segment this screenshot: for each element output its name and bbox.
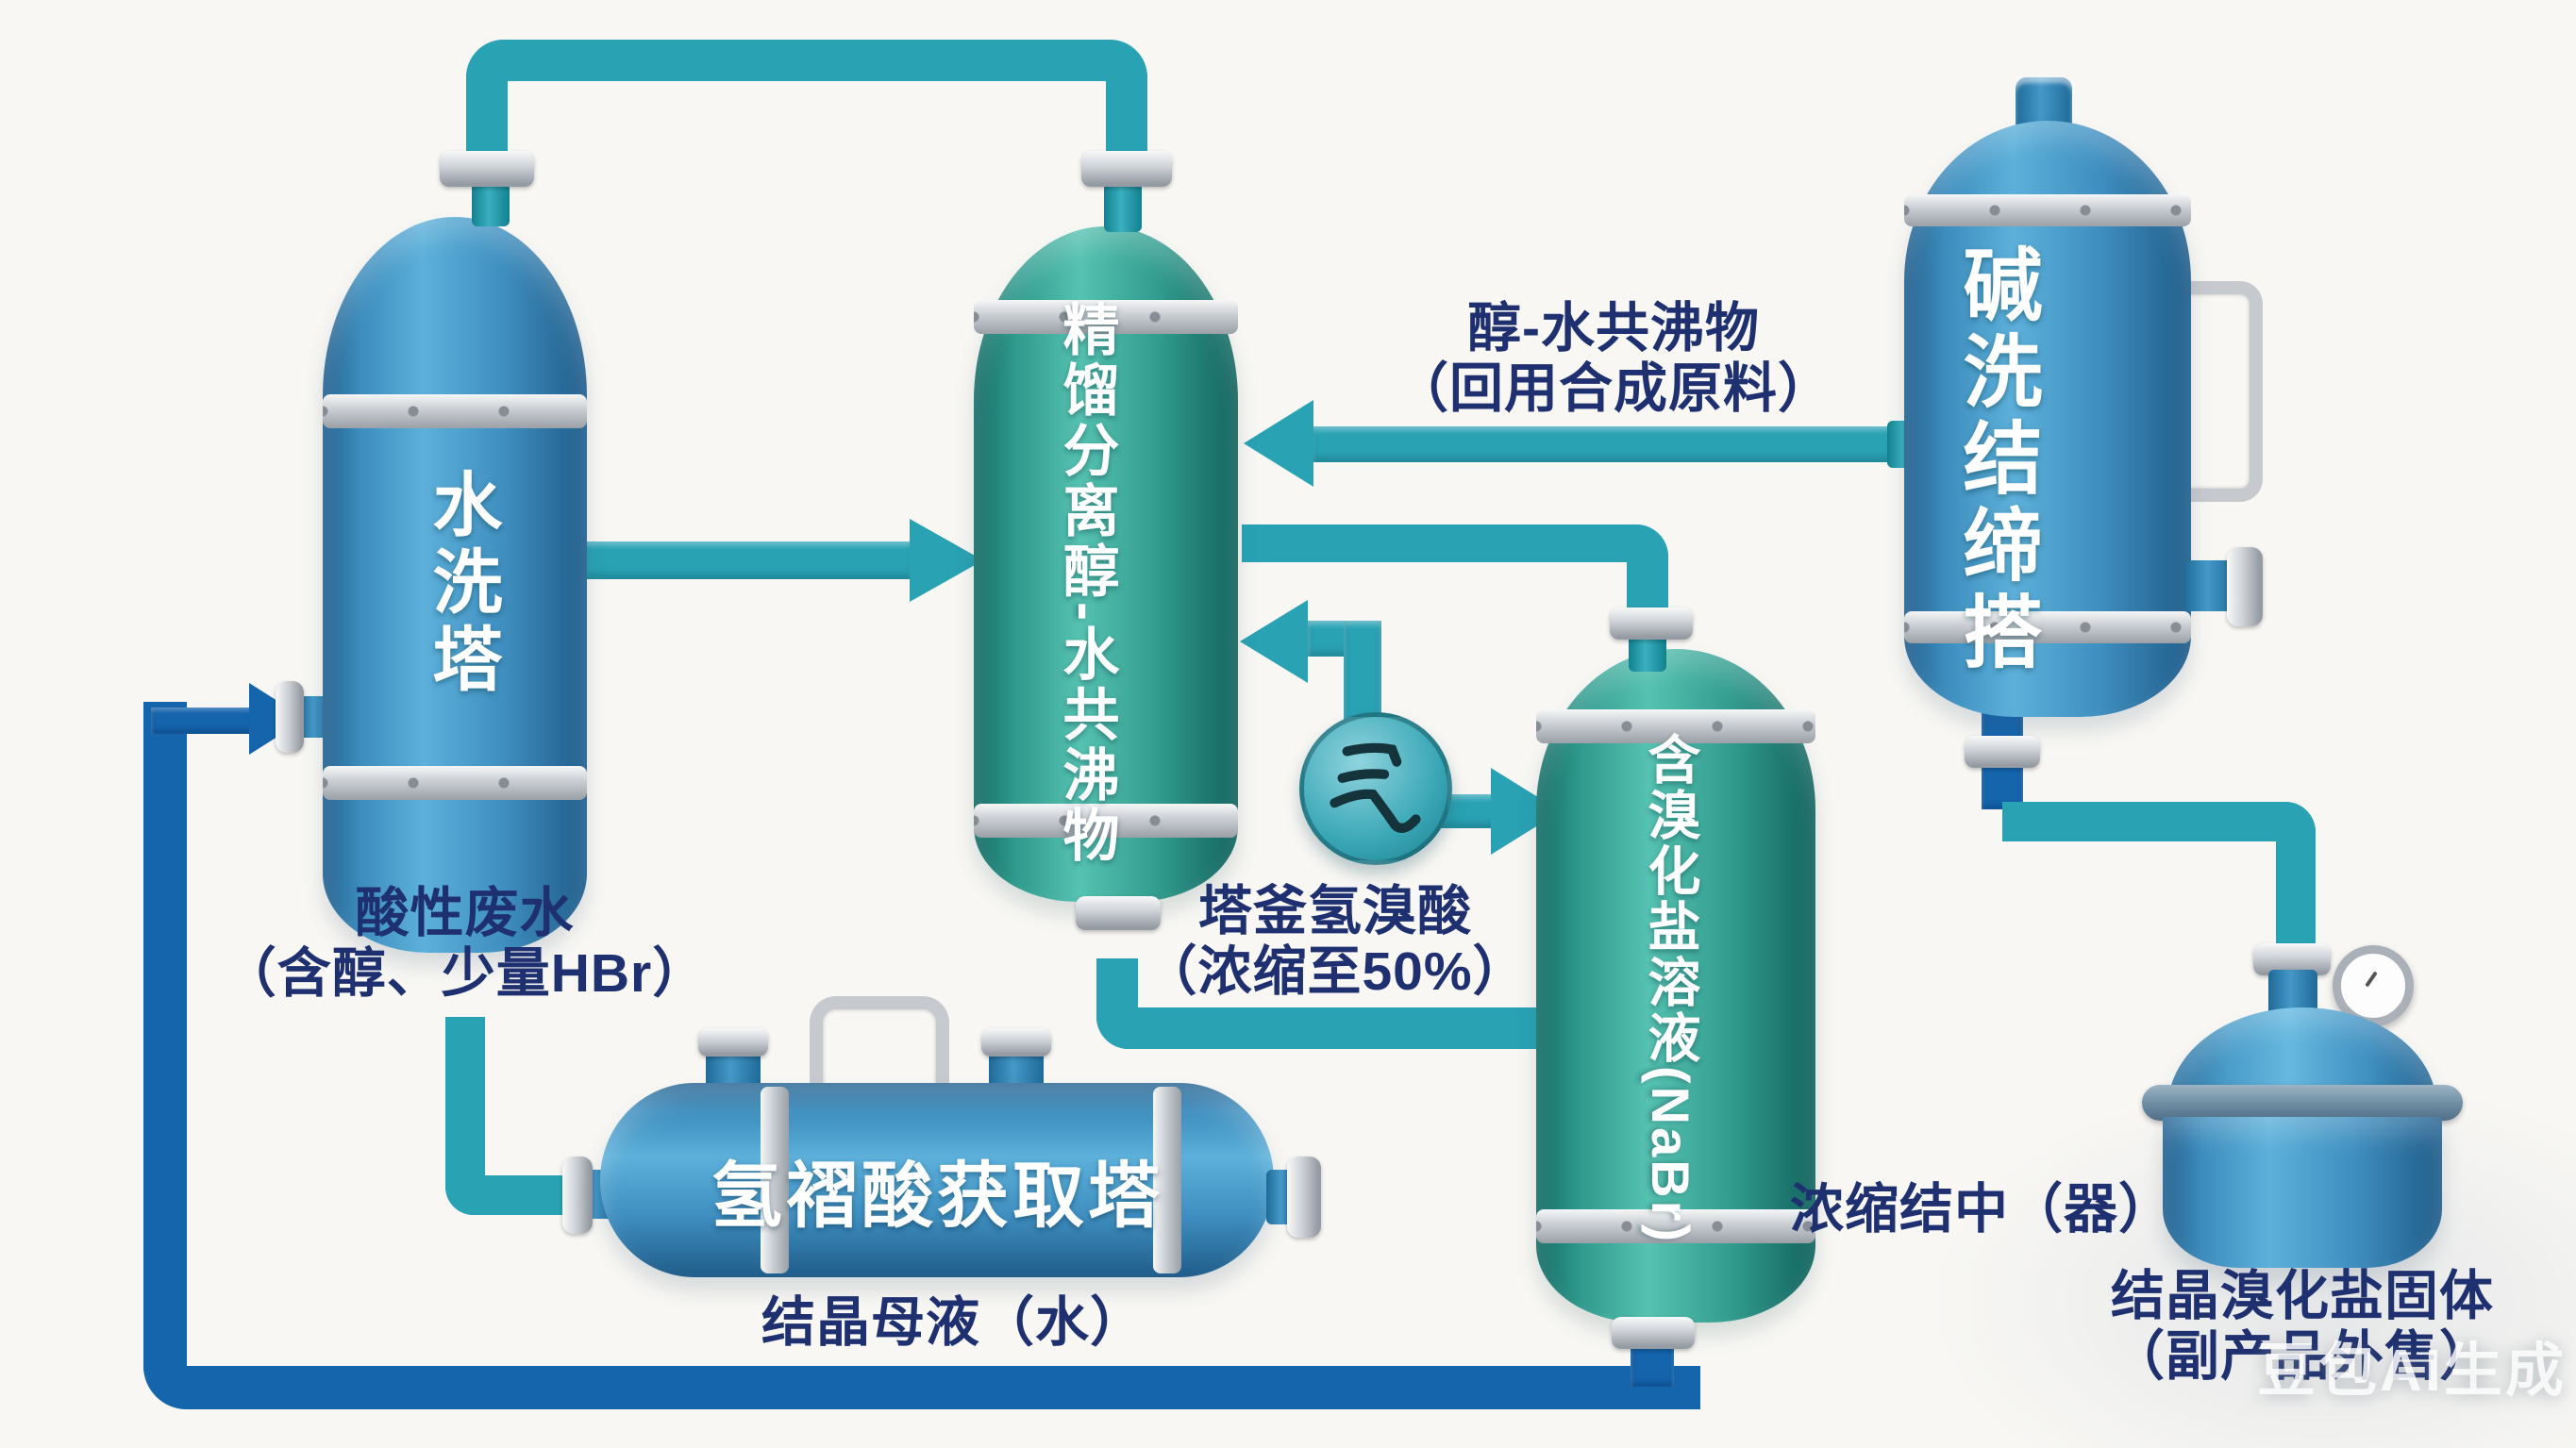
recovery-right-flange xyxy=(1287,1157,1321,1238)
distillation-top-flange xyxy=(1081,151,1172,187)
recovery-top-handle xyxy=(810,996,949,1090)
watermark: 豆包AI生成 xyxy=(2257,1339,2568,1404)
pipe-alkali-to-pot xyxy=(2002,802,2316,955)
recovery-band-right xyxy=(1153,1087,1181,1273)
wash-band-bottom xyxy=(323,766,587,800)
recovery-tower-label: 氢褶酸获取塔 xyxy=(711,1157,1163,1237)
azeotrope-line2: （回用合成原料） xyxy=(1395,358,1832,419)
recovery-top-flange-right xyxy=(981,1028,1051,1057)
wash-band-top xyxy=(323,394,587,428)
alkali-top-stub xyxy=(2016,77,2072,128)
distillation-column-label: 精馏分离醇-水共沸物 xyxy=(1055,300,1118,866)
pipe-azeotrope-recycle xyxy=(1312,426,1910,462)
bottoms-line1: 塔釜氢溴酸 xyxy=(1198,881,1472,941)
pot-collar xyxy=(2142,1085,2463,1121)
alkali-right-flange xyxy=(2227,547,2263,626)
arrow-into-distillation-icon xyxy=(910,519,983,602)
distillation-band-bottom xyxy=(974,804,1238,838)
distillation-band-top xyxy=(974,300,1238,334)
pipe-wash-inlet xyxy=(151,707,253,734)
alkali-wash-label: 碱洗结缔搭 xyxy=(1952,243,2041,677)
vessel-distillation-column xyxy=(974,226,1238,902)
water-wash-tower-label: 水洗塔 xyxy=(423,468,501,700)
azeotrope-line1: 醇-水共沸物 xyxy=(1467,298,1760,358)
pipe-pump-riser xyxy=(1344,621,1381,726)
crystalline-solid-label: 结晶溴化盐固体 （副产品外售） xyxy=(2024,1266,2576,1387)
pot-body xyxy=(2163,1117,2442,1268)
distillation-top-stub xyxy=(1104,183,1142,232)
nabr-top-flange xyxy=(1610,607,1693,640)
alkali-bottom-flange xyxy=(1965,736,2040,768)
concentrator-label: 浓缩结中（器） xyxy=(1790,1179,2173,1240)
alkali-band-bottom xyxy=(1904,611,2191,643)
tower-bottoms-acid-label: 塔釜氢溴酸 （浓缩至50%） xyxy=(1043,881,1628,1002)
wash-left-flange xyxy=(276,681,304,753)
wash-top-stub xyxy=(472,183,510,226)
alkali-band-top xyxy=(1904,194,2191,226)
distillation-bottom-flange xyxy=(1076,896,1161,930)
recovery-top-flange-left xyxy=(698,1028,768,1057)
crystal-line2: （副产品外售） xyxy=(2111,1326,2494,1387)
vessel-water-wash-tower xyxy=(323,217,587,953)
pipe-wash-to-distillation xyxy=(583,541,913,579)
acidic-line1: 酸性废水 xyxy=(355,883,575,943)
arrow-pump-into-distillation-icon xyxy=(1240,600,1308,683)
vessel-alkali-wash xyxy=(1904,121,2191,717)
pipe-bottoms-to-nabr xyxy=(1096,958,1557,1049)
azeotrope-recycle-label: 醇-水共沸物 （回用合成原料） xyxy=(1321,298,1906,419)
recovery-band-left xyxy=(761,1087,789,1273)
nabr-band-top xyxy=(1536,709,1815,743)
acidic-line2: （含醇、少量HBr） xyxy=(222,943,708,1004)
crystal-line1: 结晶溴化盐固体 xyxy=(2111,1266,2494,1326)
pipe-overhead-wash-to-distillation xyxy=(466,40,1147,164)
vessel-recovery-tower xyxy=(600,1083,1274,1277)
arrow-into-distillation-top-icon xyxy=(1244,400,1313,487)
bottoms-line2: （浓缩至50%） xyxy=(1143,941,1528,1002)
acidic-wastewater-label: 酸性废水 （含醇、少量HBr） xyxy=(175,883,755,1004)
alkali-side-handle xyxy=(2187,281,2263,502)
gauge-needle xyxy=(2365,971,2378,988)
nabr-band-bottom xyxy=(1536,1209,1815,1243)
pipe-mother-liquor-loop xyxy=(143,702,1700,1409)
vessel-nabr-solution xyxy=(1536,649,1815,1323)
pump xyxy=(1299,712,1452,865)
mother-liquor-label: 结晶母液（水） xyxy=(761,1292,1145,1353)
nabr-bottom-flange xyxy=(1612,1317,1695,1349)
nabr-solution-label: 含溴化盐溶液(NaBr) xyxy=(1641,732,1700,1245)
recovery-left-flange xyxy=(562,1157,593,1234)
nabr-top-stub xyxy=(1629,634,1666,672)
wash-top-flange xyxy=(440,151,534,187)
pump-icon xyxy=(1330,742,1421,833)
